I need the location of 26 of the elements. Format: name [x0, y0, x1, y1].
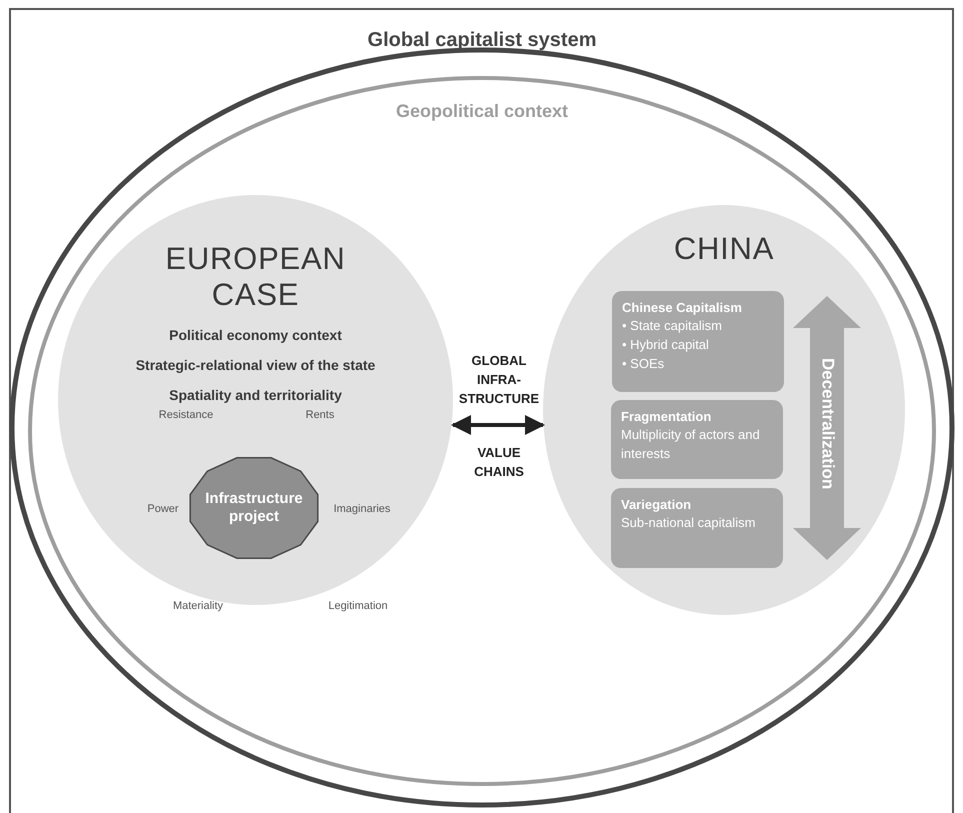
- factor-label: Rents: [306, 408, 334, 423]
- double-arrow: [451, 415, 545, 435]
- direction-label: Decentralization: [818, 358, 838, 490]
- flow-label: GLOBAL INFRA- STRUCTURE: [458, 352, 540, 408]
- factor-label: Imaginaries: [334, 502, 390, 517]
- project-text: Infrastructure project: [204, 490, 304, 526]
- card-text: Multiplicity of actors and interests: [621, 426, 761, 463]
- card-text: Sub-national capitalism: [621, 514, 756, 532]
- card-heading: Variegation: [621, 496, 692, 513]
- bullet-item: • Hybrid capital: [622, 336, 710, 354]
- card-heading: Fragmentation: [621, 408, 712, 425]
- card-heading: Chinese Capitalism: [622, 299, 743, 316]
- system-title: Global capitalist system: [368, 28, 596, 53]
- factor-label: Legitimation: [328, 599, 388, 614]
- factor-label: Resistance: [158, 408, 214, 423]
- china-heading: CHINA: [674, 231, 774, 267]
- factor-label: Materiality: [172, 599, 224, 614]
- context-title: Geopolitical context: [396, 100, 568, 123]
- bullet-item: • SOEs: [622, 355, 666, 373]
- theme-text: Political economy context: [169, 326, 342, 345]
- factor-label: Power: [147, 502, 179, 517]
- bullet-item: • State capitalism: [622, 317, 723, 335]
- case-heading: EUROPEAN CASE: [164, 241, 347, 313]
- theme-text: Strategic-relational view of the state: [136, 356, 376, 375]
- flow-label: VALUE CHAINS: [473, 444, 525, 481]
- theme-text: Spatiality and territoriality: [169, 386, 342, 405]
